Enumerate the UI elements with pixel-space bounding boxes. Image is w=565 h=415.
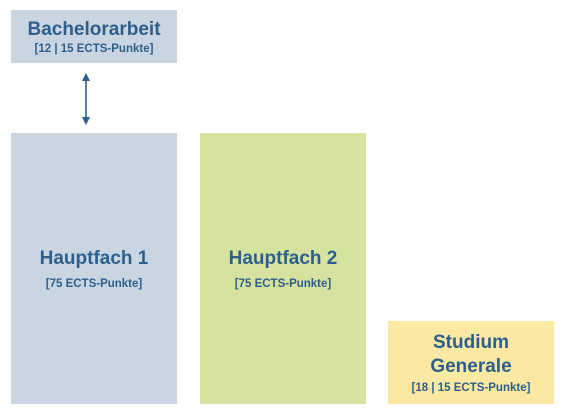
hauptfach-1-ects: [75 ECTS-Punkte]	[45, 278, 143, 291]
hauptfach-2-ects: [75 ECTS-Punkte]	[234, 278, 332, 291]
studium-generale-title-line1: Studium	[433, 332, 509, 354]
bachelorarbeit-box: Bachelorarbeit [12 | 15 ECTS-Punkte]	[11, 10, 177, 63]
hauptfach-2-box: Hauptfach 2 [75 ECTS-Punkte]	[200, 133, 366, 404]
studium-generale-ects: [18 | 15 ECTS-Punkte]	[411, 381, 531, 394]
bachelorarbeit-ects: [12 | 15 ECTS-Punkte]	[34, 43, 154, 56]
hauptfach-2-title: Hauptfach 2	[228, 247, 338, 269]
hauptfach-1-box: Hauptfach 1 [75 ECTS-Punkte]	[11, 133, 177, 404]
bachelorarbeit-title: Bachelorarbeit	[27, 18, 161, 40]
double-arrow-vertical-icon	[82, 73, 90, 125]
studium-generale-title-line2: Generale	[430, 356, 512, 377]
studium-generale-box: Studium Generale [18 | 15 ECTS-Punkte]	[388, 321, 554, 404]
hauptfach-1-title: Hauptfach 1	[39, 247, 149, 269]
